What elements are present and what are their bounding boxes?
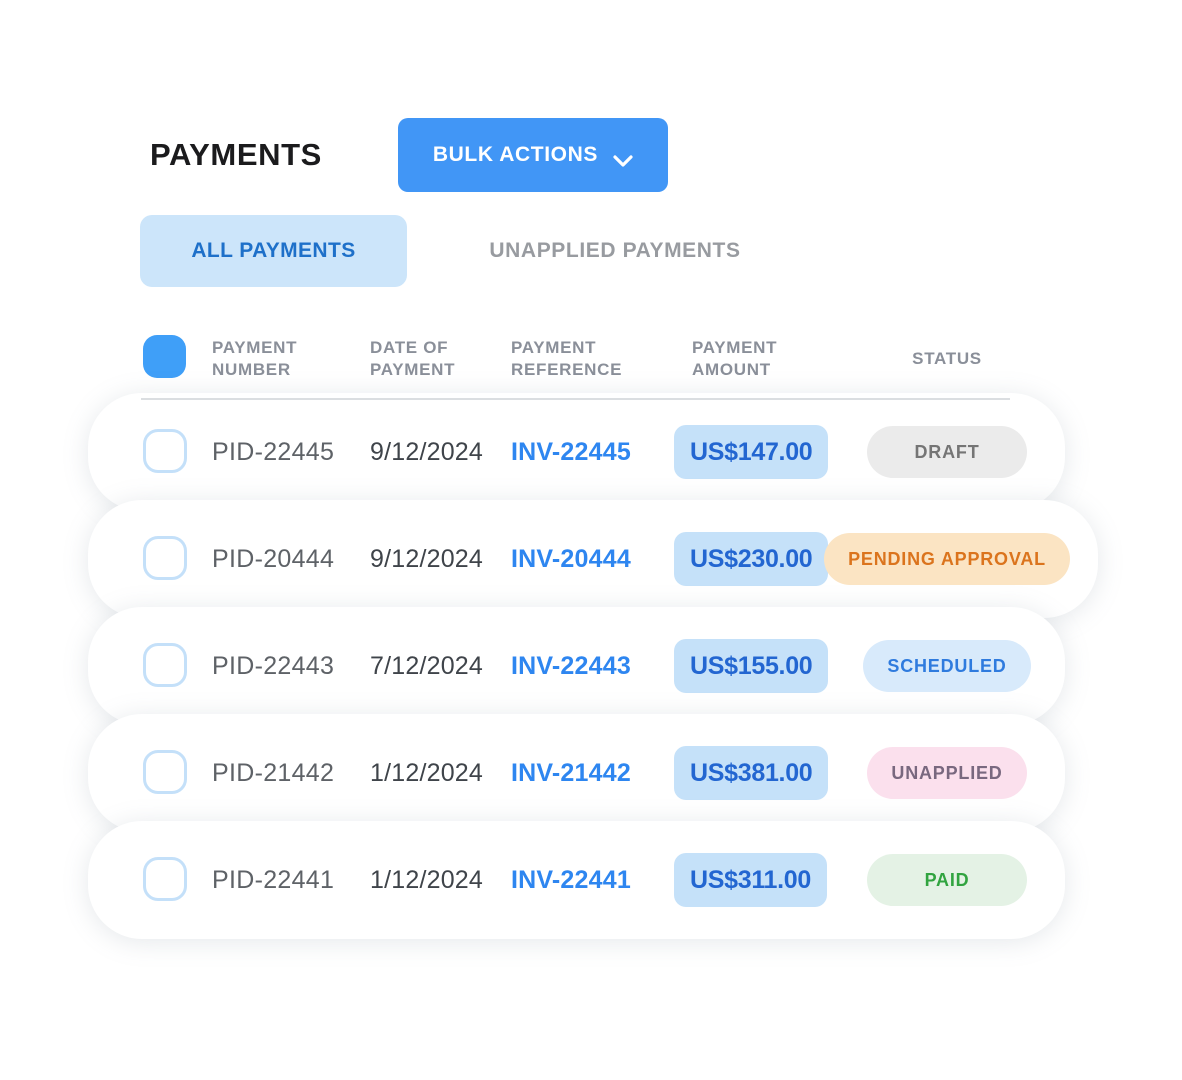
tab-unapplied-payments[interactable]: UNAPPLIED PAYMENTS: [489, 239, 741, 262]
select-all-checkbox[interactable]: [143, 335, 186, 378]
select-all-cell: [143, 335, 212, 383]
payment-amount-pill: US$381.00: [674, 746, 829, 800]
payment-reference-link[interactable]: INV-22441: [511, 865, 631, 894]
status-badge: PAID: [867, 854, 1027, 906]
header-divider: [141, 398, 1010, 400]
payment-number: PID-22445: [212, 437, 335, 466]
status-badge: PENDING APPROVAL: [824, 533, 1070, 585]
payment-date: 7/12/2024: [370, 651, 484, 680]
chevron-down-icon: [613, 149, 633, 167]
payment-reference-link[interactable]: INV-22445: [511, 437, 631, 466]
payment-amount-pill: US$311.00: [674, 853, 828, 907]
status-badge: SCHEDULED: [863, 640, 1031, 692]
row-checkbox[interactable]: [143, 857, 187, 901]
payment-number: PID-22441: [212, 865, 335, 894]
payment-number: PID-20444: [212, 544, 335, 573]
column-header-payment-reference: PAYMENT REFERENCE: [511, 337, 623, 379]
payment-amount-pill: US$230.00: [674, 532, 829, 586]
column-header-payment-number: PAYMENT NUMBER: [212, 337, 298, 379]
table-row: PID-21442 1/12/2024 INV-21442 US$381.00 …: [88, 714, 1065, 832]
payment-date: 1/12/2024: [370, 758, 484, 787]
payment-number: PID-22443: [212, 651, 335, 680]
payment-amount-pill: US$155.00: [674, 639, 829, 693]
payment-date: 1/12/2024: [370, 865, 484, 894]
row-checkbox[interactable]: [143, 643, 187, 687]
payment-date: 9/12/2024: [370, 544, 484, 573]
row-checkbox[interactable]: [143, 429, 187, 473]
column-header-date-of-payment: DATE OF PAYMENT: [370, 337, 456, 379]
payment-reference-link[interactable]: INV-22443: [511, 651, 631, 680]
bulk-actions-label: BULK ACTIONS: [432, 143, 598, 166]
column-header-status: STATUS: [912, 348, 982, 368]
payment-reference-link[interactable]: INV-20444: [511, 544, 631, 573]
table-row: PID-22445 9/12/2024 INV-22445 US$147.00 …: [88, 393, 1065, 511]
column-header-payment-amount: PAYMENT AMOUNT: [692, 337, 778, 379]
payment-reference-link[interactable]: INV-21442: [511, 758, 631, 787]
table-header: PAYMENT NUMBER DATE OF PAYMENT PAYMENT R…: [88, 326, 1065, 392]
page-header: PAYMENTS BULK ACTIONS: [150, 118, 668, 192]
table-row: PID-20444 9/12/2024 INV-20444 US$230.00 …: [88, 500, 1098, 618]
tab-all-payments[interactable]: ALL PAYMENTS: [140, 215, 407, 287]
payments-table-body: PID-22445 9/12/2024 INV-22445 US$147.00 …: [88, 393, 1098, 939]
table-row: PID-22443 7/12/2024 INV-22443 US$155.00 …: [88, 607, 1065, 725]
bulk-actions-button[interactable]: BULK ACTIONS: [397, 118, 668, 192]
payments-tabs: ALL PAYMENTS UNAPPLIED PAYMENTS: [140, 215, 781, 287]
page-title: PAYMENTS: [150, 137, 322, 172]
payment-amount-pill: US$147.00: [674, 425, 829, 479]
payment-date: 9/12/2024: [370, 437, 484, 466]
row-checkbox[interactable]: [143, 750, 187, 794]
status-badge: UNAPPLIED: [867, 747, 1027, 799]
payment-number: PID-21442: [212, 758, 335, 787]
row-checkbox[interactable]: [143, 536, 187, 580]
table-row: PID-22441 1/12/2024 INV-22441 US$311.00 …: [88, 821, 1065, 939]
status-badge: DRAFT: [867, 426, 1027, 478]
